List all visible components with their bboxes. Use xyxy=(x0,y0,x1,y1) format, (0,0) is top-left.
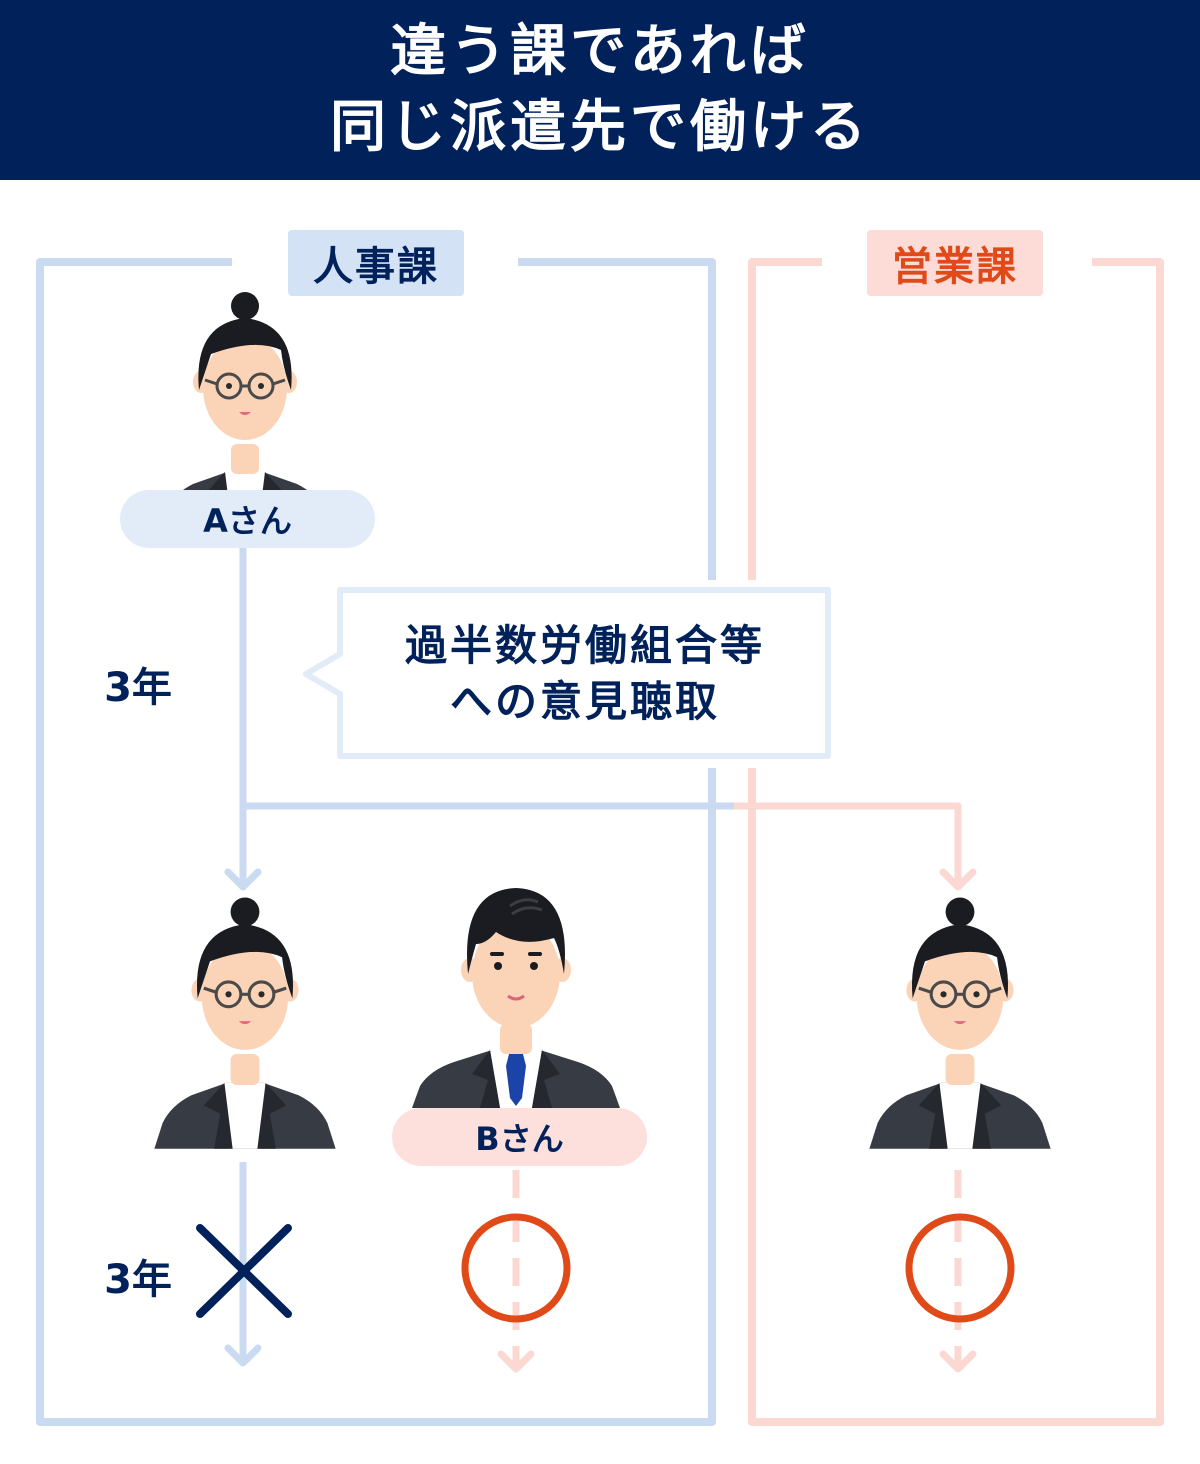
name-pill-a: Aさん xyxy=(120,490,375,548)
arrowhead-a-second xyxy=(224,1344,262,1367)
dept-tag-hr: 人事課 xyxy=(288,230,464,296)
dept-tag-sales: 営業課 xyxy=(867,230,1043,296)
callout-line-1: 過半数労働組合等 xyxy=(404,621,765,670)
person-b xyxy=(410,886,622,1110)
person-a-sales-after xyxy=(867,895,1053,1151)
person-a-hr-after xyxy=(152,895,338,1151)
title-line-2: 同じ派遣先で働ける xyxy=(330,95,870,160)
sales-department-frame xyxy=(748,258,1164,1426)
circle-icon xyxy=(461,1213,571,1323)
arrowhead-sales xyxy=(939,868,977,891)
title-line-1: 違う課であれば xyxy=(390,19,810,84)
arrowhead-a-first xyxy=(224,868,262,891)
callout-line-2: への意見聴取 xyxy=(449,677,720,726)
period-label-second: 3年 xyxy=(104,1257,172,1303)
branch-line-pink xyxy=(734,802,962,886)
arrowhead-b xyxy=(497,1350,535,1373)
circle-icon xyxy=(905,1213,1015,1323)
header-banner: 違う課であれば 同じ派遣先で働ける xyxy=(0,0,1200,180)
callout-text: 過半数労働組合等 への意見聴取 xyxy=(340,590,830,758)
period-label-first: 3年 xyxy=(104,665,172,711)
hr-department-frame xyxy=(36,258,716,1426)
callout-box xyxy=(303,587,831,759)
arrowhead-sales-second xyxy=(939,1350,977,1373)
cross-icon xyxy=(196,1224,292,1318)
name-pill-b: Bさん xyxy=(392,1108,647,1166)
